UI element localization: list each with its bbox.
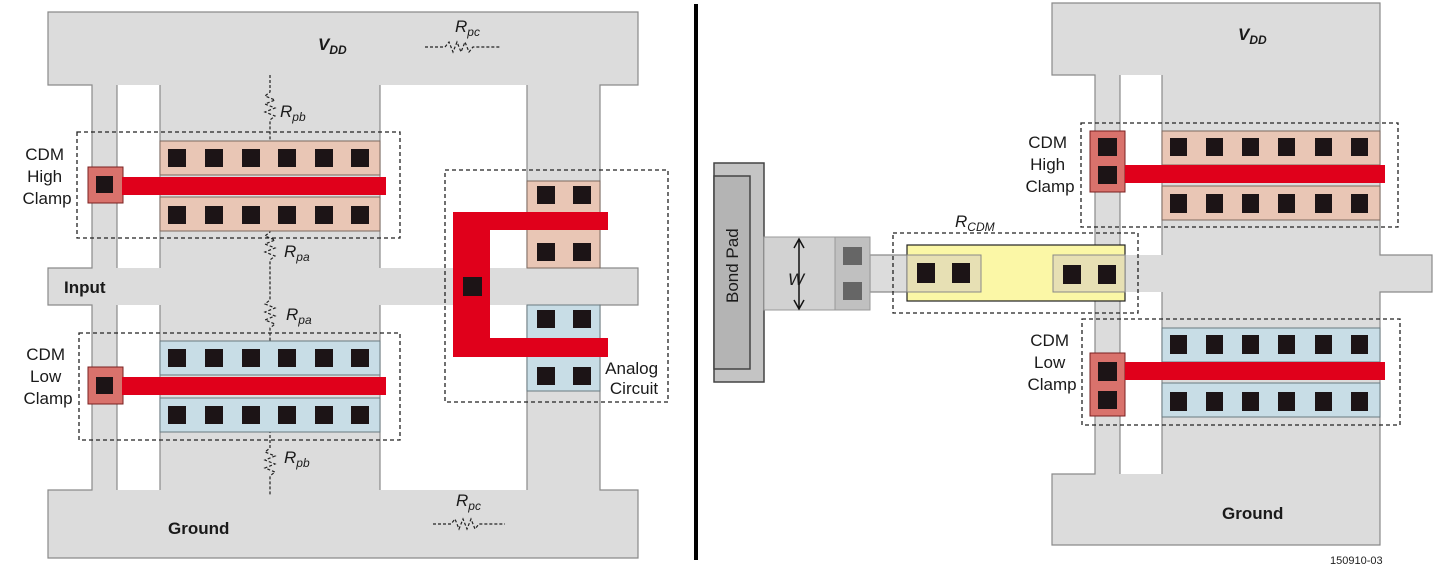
cdm-low-clamp: CDM Low Clamp — [23, 332, 401, 441]
high-clamp-label: CDM High Clamp — [22, 145, 71, 208]
contact-row — [168, 349, 369, 424]
r-pb-top-label: Rpb — [280, 102, 306, 124]
width-label: W — [788, 270, 806, 289]
gate-poly — [122, 177, 386, 195]
r-pb-bottom-resistor — [263, 430, 277, 495]
high-clamp-label: CDM High Clamp — [1025, 133, 1074, 196]
cdm-high-clamp: CDM High Clamp — [1025, 122, 1399, 228]
width-arrow: W — [788, 237, 806, 311]
panel-divider — [694, 4, 698, 560]
r-pc-bottom-label: Rpc — [456, 491, 481, 513]
r-pa-top-label: Rpa — [284, 242, 310, 264]
analog-circuit-label: Analog Circuit — [605, 359, 663, 398]
cdm-high-clamp: CDM High Clamp — [22, 131, 401, 239]
ground-label: Ground — [1222, 504, 1283, 523]
low-clamp-label: CDM Low Clamp — [1027, 331, 1076, 394]
r-pb-top-resistor — [263, 75, 277, 145]
r-pa-resistors — [263, 215, 277, 350]
cutout — [1120, 292, 1162, 474]
vdd-label: VDD — [1238, 25, 1267, 47]
low-clamp-label: CDM Low Clamp — [23, 345, 72, 408]
r-pb-bottom-label: Rpb — [284, 448, 310, 470]
input-label: Input — [64, 278, 106, 297]
r-pc-top-label: Rpc — [455, 17, 480, 39]
cutout — [117, 305, 160, 490]
left-panel: VDD Ground Input Rpc Rpc Rpb Rpa Rpa Rpb — [22, 11, 669, 559]
bond-pad: Bond Pad — [713, 162, 765, 383]
vdd-label: VDD — [318, 35, 347, 57]
cutout — [117, 85, 160, 268]
r-cdm-resistor: RCDM — [892, 212, 1139, 314]
gate-poly — [122, 377, 386, 395]
bond-pad-label: Bond Pad — [723, 228, 742, 303]
r-cdm-label: RCDM — [955, 212, 995, 234]
ground-label: Ground — [168, 519, 229, 538]
gate-poly — [453, 212, 608, 357]
contact-row — [168, 149, 369, 224]
r-pc-bottom-resistor — [433, 517, 505, 531]
analog-circuit: Analog Circuit — [444, 169, 669, 403]
right-panel: VDD Ground 150910-03 Bond Pad W RCDM — [713, 2, 1433, 565]
figure-id: 150910-03 — [1330, 555, 1383, 565]
cdm-low-clamp: CDM Low Clamp — [1027, 318, 1401, 426]
r-pa-bottom-label: Rpa — [286, 305, 312, 327]
